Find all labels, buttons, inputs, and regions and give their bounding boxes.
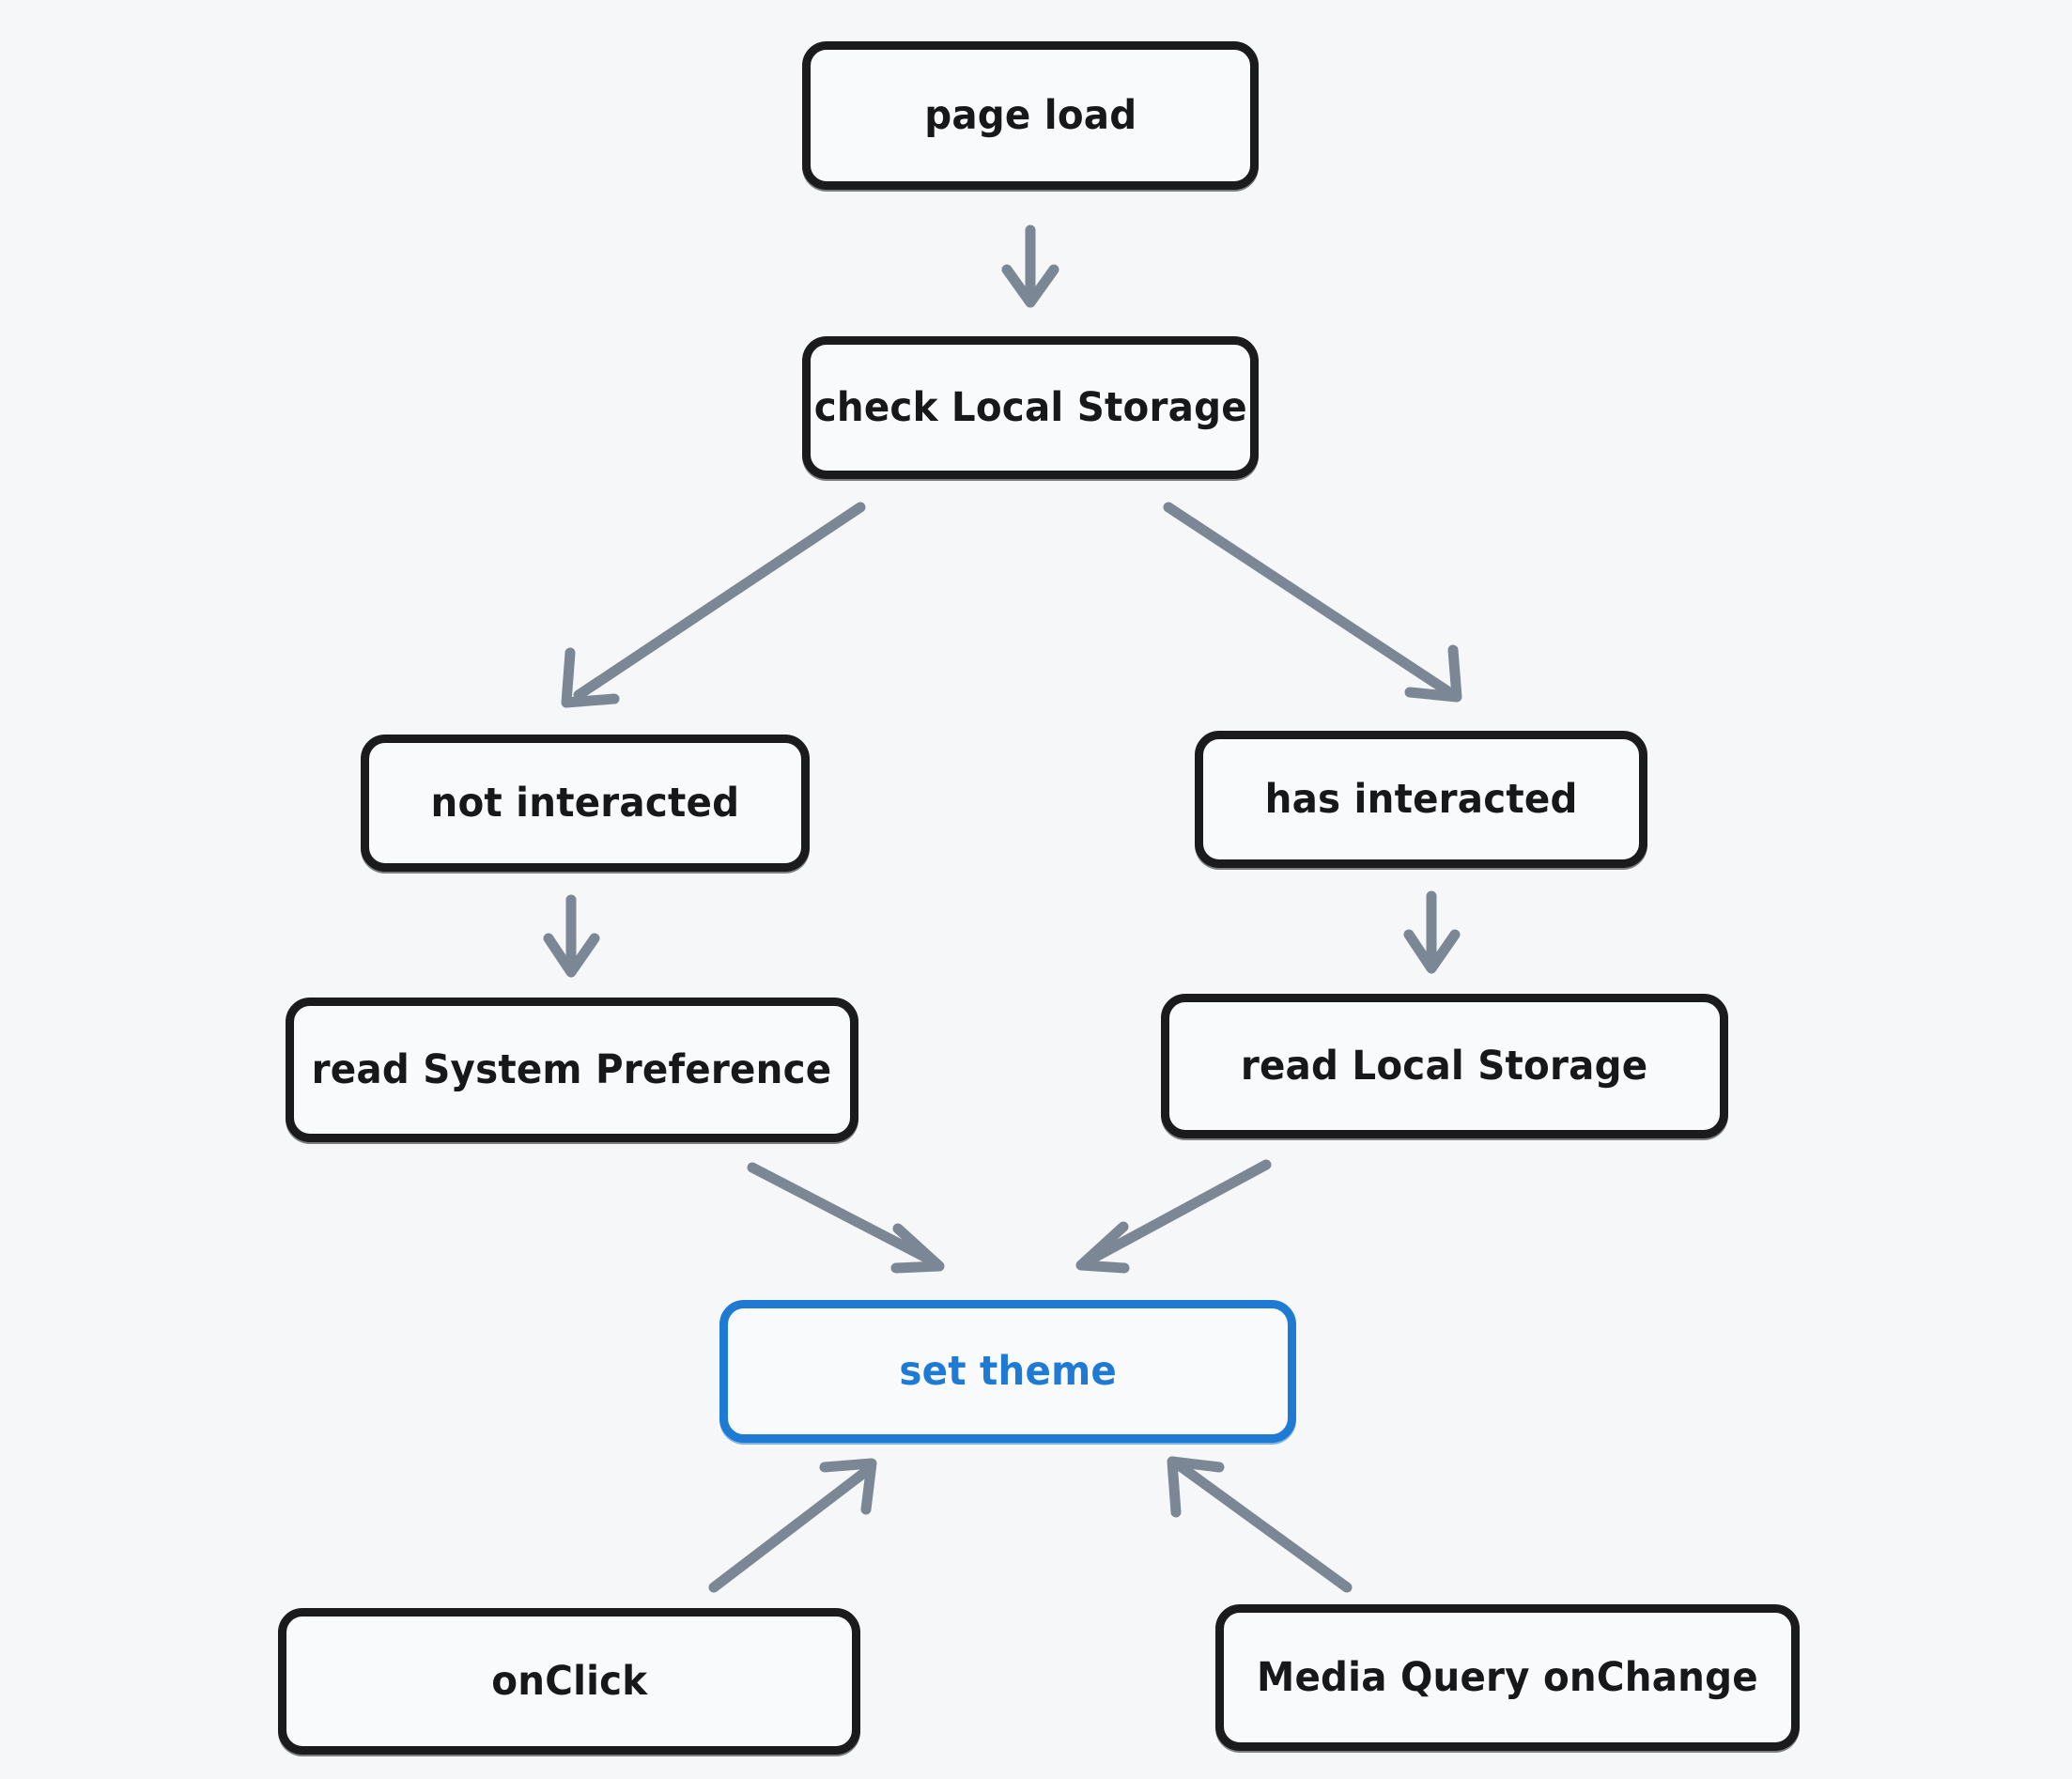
node-has-interacted-label: has interacted	[1264, 776, 1578, 823]
node-read-system-preference[interactable]: read System Preference	[286, 998, 858, 1142]
node-not-interacted-label: not interacted	[430, 780, 740, 827]
node-set-theme[interactable]: set theme	[719, 1300, 1296, 1443]
node-read-local-storage[interactable]: read Local Storage	[1161, 994, 1728, 1138]
edge-not-interacted-to-read-system	[543, 894, 600, 978]
node-read-local-storage-label: read Local Storage	[1241, 1043, 1648, 1090]
node-onclick-label: onClick	[490, 1658, 648, 1705]
node-media-query-onchange-label: Media Query onChange	[1257, 1654, 1758, 1701]
node-set-theme-label: set theme	[899, 1348, 1117, 1395]
edge-media-query-to-set-theme	[1167, 1456, 1353, 1593]
node-page-load[interactable]: page load	[802, 41, 1259, 190]
node-media-query-onchange[interactable]: Media Query onChange	[1215, 1604, 1800, 1751]
node-not-interacted[interactable]: not interacted	[361, 735, 810, 872]
edge-has-interacted-to-read-storage	[1403, 890, 1461, 974]
edge-check-storage-to-has-interacted	[1163, 502, 1462, 703]
edge-read-system-to-set-theme	[747, 1162, 945, 1274]
node-onclick[interactable]: onClick	[278, 1608, 860, 1755]
node-check-local-storage[interactable]: check Local Storage	[802, 336, 1259, 479]
edge-check-storage-to-not-interacted	[561, 502, 866, 708]
node-has-interacted[interactable]: has interacted	[1195, 731, 1647, 868]
edge-read-storage-to-set-theme	[1075, 1159, 1272, 1274]
node-read-system-preference-label: read System Preference	[312, 1046, 832, 1093]
node-check-local-storage-label: check Local Storage	[813, 384, 1247, 431]
node-page-load-label: page load	[923, 92, 1137, 139]
edge-page-load-to-check-storage	[1001, 224, 1059, 308]
edge-onclick-to-set-theme	[708, 1458, 877, 1593]
